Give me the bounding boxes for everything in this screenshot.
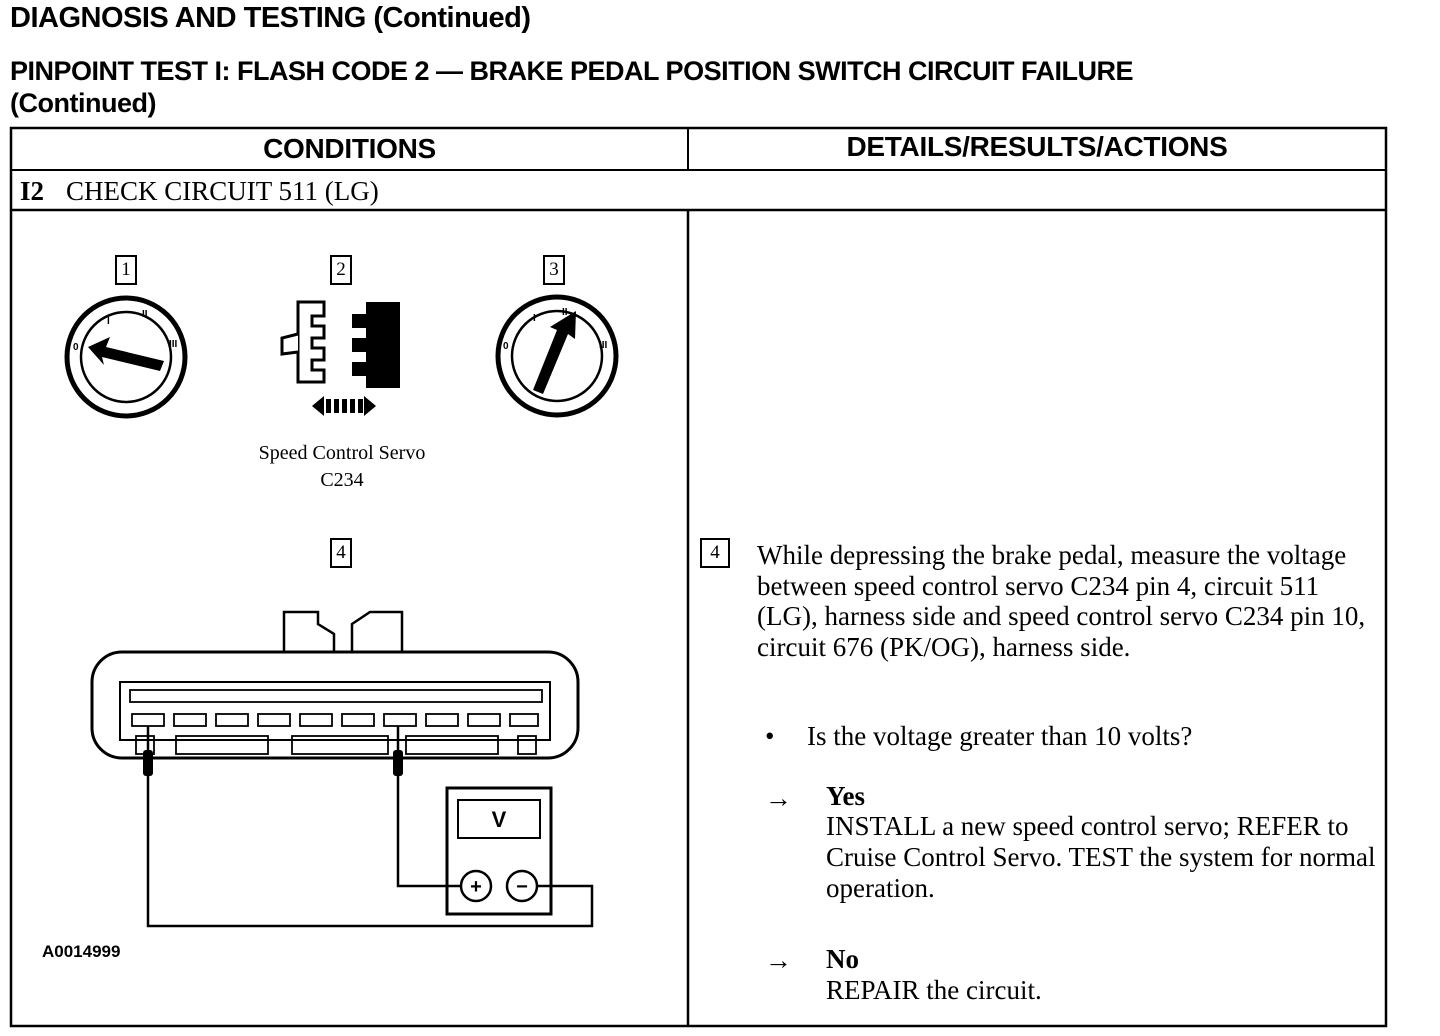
svg-text:0: 0 — [73, 342, 79, 353]
details-column-header: DETAILS/RESULTS/ACTIONS — [846, 131, 1228, 162]
details-step-4: 4 — [700, 538, 730, 568]
figure-id: A0014999 — [42, 942, 121, 961]
servo-caption-name: Speed Control Servo — [258, 442, 426, 464]
svg-text:II: II — [562, 307, 568, 318]
servo-caption-connector: C234 — [320, 469, 364, 491]
yes-label: Yes — [826, 781, 865, 811]
connector-disconnect-icon — [280, 300, 400, 416]
svg-text:0: 0 — [503, 341, 509, 352]
yes-action: INSTALL a new speed control servo; REFER… — [826, 811, 1376, 903]
svg-text:I: I — [533, 313, 536, 324]
yes-arrow: → — [765, 783, 792, 813]
connector-voltmeter-diagram: V + − — [90, 610, 594, 928]
question-text: Is the voltage greater than 10 volts? — [807, 721, 1193, 751]
ignition-run-icon: 0 I II III — [495, 294, 619, 418]
svg-text:I: I — [107, 316, 110, 327]
voltmeter-plus-terminal: + — [470, 876, 482, 898]
step-row-id: I2 — [20, 176, 45, 206]
figure-step-3: 3 — [543, 255, 565, 285]
voltmeter-minus-terminal: − — [516, 876, 528, 898]
step-instruction: While depressing the brake pedal, measur… — [757, 540, 1366, 662]
servo-connector-caption: Speed Control Servo C234 — [222, 440, 462, 494]
step-row-label: I2 CHECK CIRCUIT 511 (LG) — [20, 176, 379, 207]
figure-step-1: 1 — [115, 255, 137, 285]
figure-step-2: 2 — [330, 255, 352, 285]
test-title: PINPOINT TEST I: FLASH CODE 2 — BRAKE PE… — [10, 56, 1134, 86]
ignition-off-icon: 0 I II III — [64, 295, 188, 419]
step-row-title: CHECK CIRCUIT 511 (LG) — [66, 176, 379, 206]
no-arrow: → — [765, 945, 792, 975]
page-title: DIAGNOSIS AND TESTING (Continued) — [10, 2, 531, 34]
svg-text:III: III — [599, 340, 608, 351]
question-line: • Is the voltage greater than 10 volts? — [765, 721, 1192, 752]
no-label: No — [826, 944, 859, 974]
figure-step-4: 4 — [330, 538, 352, 568]
voltmeter-label: V — [492, 807, 507, 832]
no-action: REPAIR the circuit. — [826, 975, 1042, 1005]
svg-text:II: II — [142, 309, 148, 320]
test-title-continued: (Continued) — [10, 88, 156, 118]
svg-text:III: III — [169, 339, 178, 350]
bullet: • — [765, 721, 775, 751]
conditions-column-header: CONDITIONS — [263, 133, 436, 164]
